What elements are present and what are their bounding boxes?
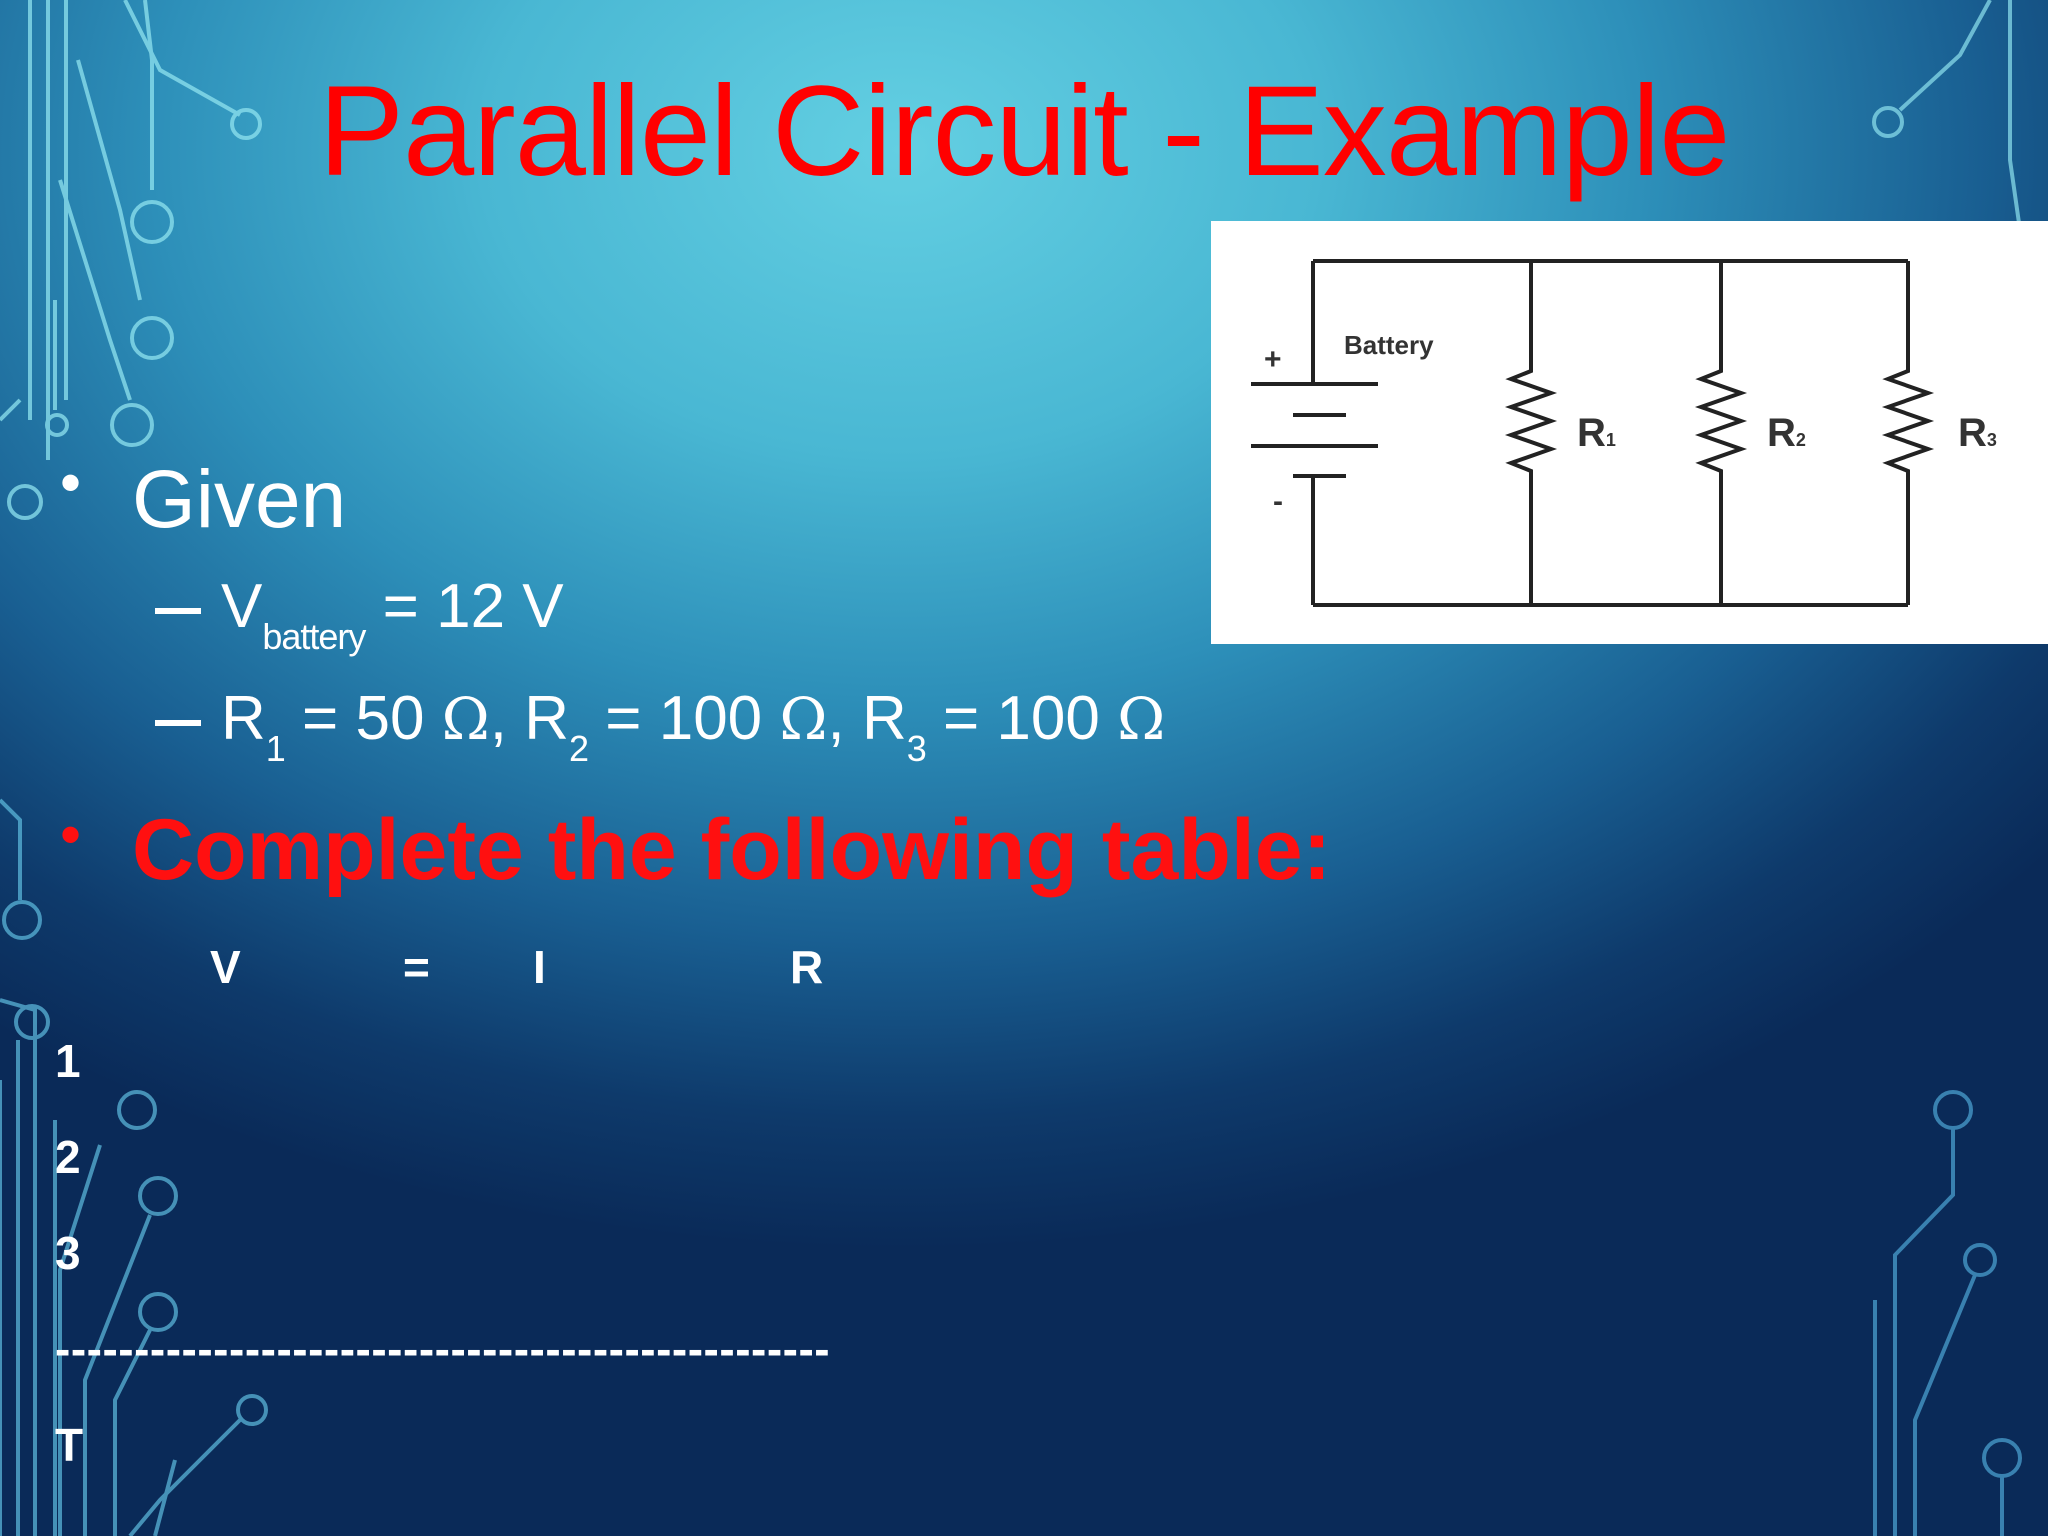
resistor-label-r1: R1 — [1577, 411, 1616, 455]
table-row-2: 2 — [55, 1131, 81, 1183]
table-header-equals: = — [403, 941, 430, 993]
given-voltage-line: Vbattery = 12 V — [155, 572, 564, 657]
bullet-dot: • — [60, 801, 82, 868]
table-row-3: 3 — [55, 1227, 81, 1279]
table-row-total: T — [55, 1419, 84, 1471]
circuit-diagram: + - Battery R1 R2 R3 — [1211, 221, 2048, 644]
battery-plus-sign: + — [1264, 343, 1282, 376]
bullet-dot: • — [60, 449, 82, 516]
table-header-i: I — [533, 941, 546, 993]
table-separator: ----------------------------------------… — [55, 1323, 831, 1375]
dash-bullet — [155, 607, 201, 614]
table-header-r: R — [790, 941, 824, 993]
slide-title: Parallel Circuit - Example — [318, 60, 1731, 203]
dash-bullet — [155, 719, 201, 726]
task-instruction: Complete the following table: — [132, 802, 1332, 898]
given-heading: Given — [132, 454, 347, 545]
resistor-label-r3: R3 — [1958, 411, 1997, 455]
resistor-label-r2: R2 — [1767, 411, 1806, 455]
table-row-1: 1 — [55, 1035, 81, 1087]
given-resistance-line: R1 = 50 Ω, R2 = 100 Ω, R3 = 100 Ω — [155, 684, 1165, 769]
battery-label: Battery — [1344, 330, 1434, 360]
table-header-v: V — [210, 941, 241, 993]
battery-minus-sign: - — [1273, 485, 1283, 518]
